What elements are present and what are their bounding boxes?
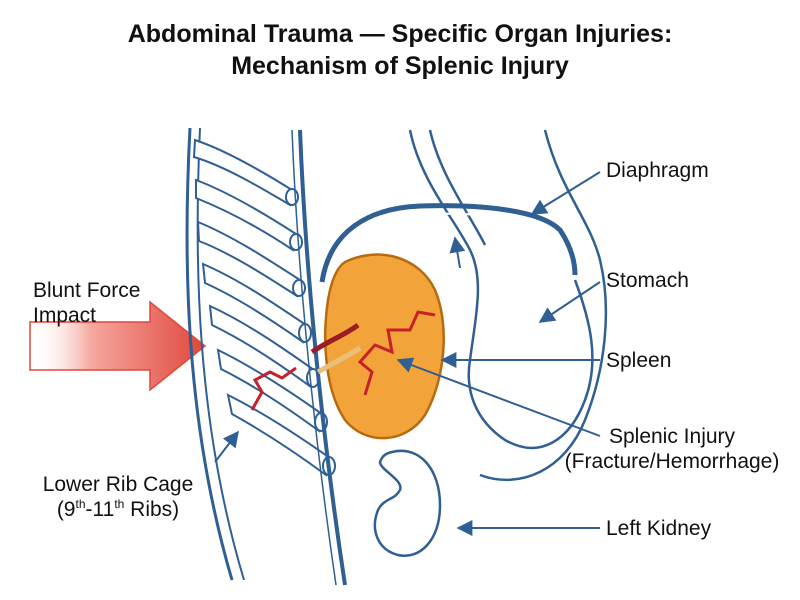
label-splenic-injury: Splenic Injury (Fracture/Hemorrhage) [552,424,792,474]
blunt-force-arrow [29,300,207,392]
rib-fracture [250,366,297,411]
rib-cage-post: Ribs) [124,498,180,521]
label-blunt-force-line-2: Impact [33,304,97,327]
diaphragm-organ [319,203,578,283]
label-rib-cage-line-1: Lower Rib Cage [42,473,194,496]
spleen-organ [324,253,445,440]
label-diaphragm: Diaphragm [606,159,709,182]
label-rib-cage-line-2: (9th-11th Ribs) [18,497,218,522]
rib-cage-sup-1: th [75,497,86,511]
label-spleen: Spleen [606,349,672,372]
page-title: Abdominal Trauma — Specific Organ Injuri… [0,18,800,82]
label-blunt-force: Blunt Force Impact [33,278,140,328]
label-blunt-force-line-1: Blunt Force [33,279,141,302]
left-kidney-organ [373,449,442,558]
stomach-organ [408,129,608,482]
label-splenic-injury-line-1: Splenic Injury [608,425,736,448]
title-line-2: Mechanism of Splenic Injury [231,52,569,80]
spleen-fracture [357,310,436,396]
label-stomach: Stomach [606,269,689,292]
label-splenic-injury-line-2: (Fracture/Hemorrhage) [564,450,780,473]
leader-arrows [214,171,601,536]
rib-cage [185,127,336,581]
label-left-kidney: Left Kidney [606,517,712,540]
title-line-1: Abdominal Trauma — Specific Organ Injuri… [127,20,673,48]
body-wall-line [298,129,347,586]
rib-cage-mid: -11 [85,498,115,521]
rib-cage-pre: (9 [56,498,76,521]
label-rib-cage: Lower Rib Cage (9th-11th Ribs) [18,472,218,522]
rib-cage-sup-2: th [114,497,125,511]
